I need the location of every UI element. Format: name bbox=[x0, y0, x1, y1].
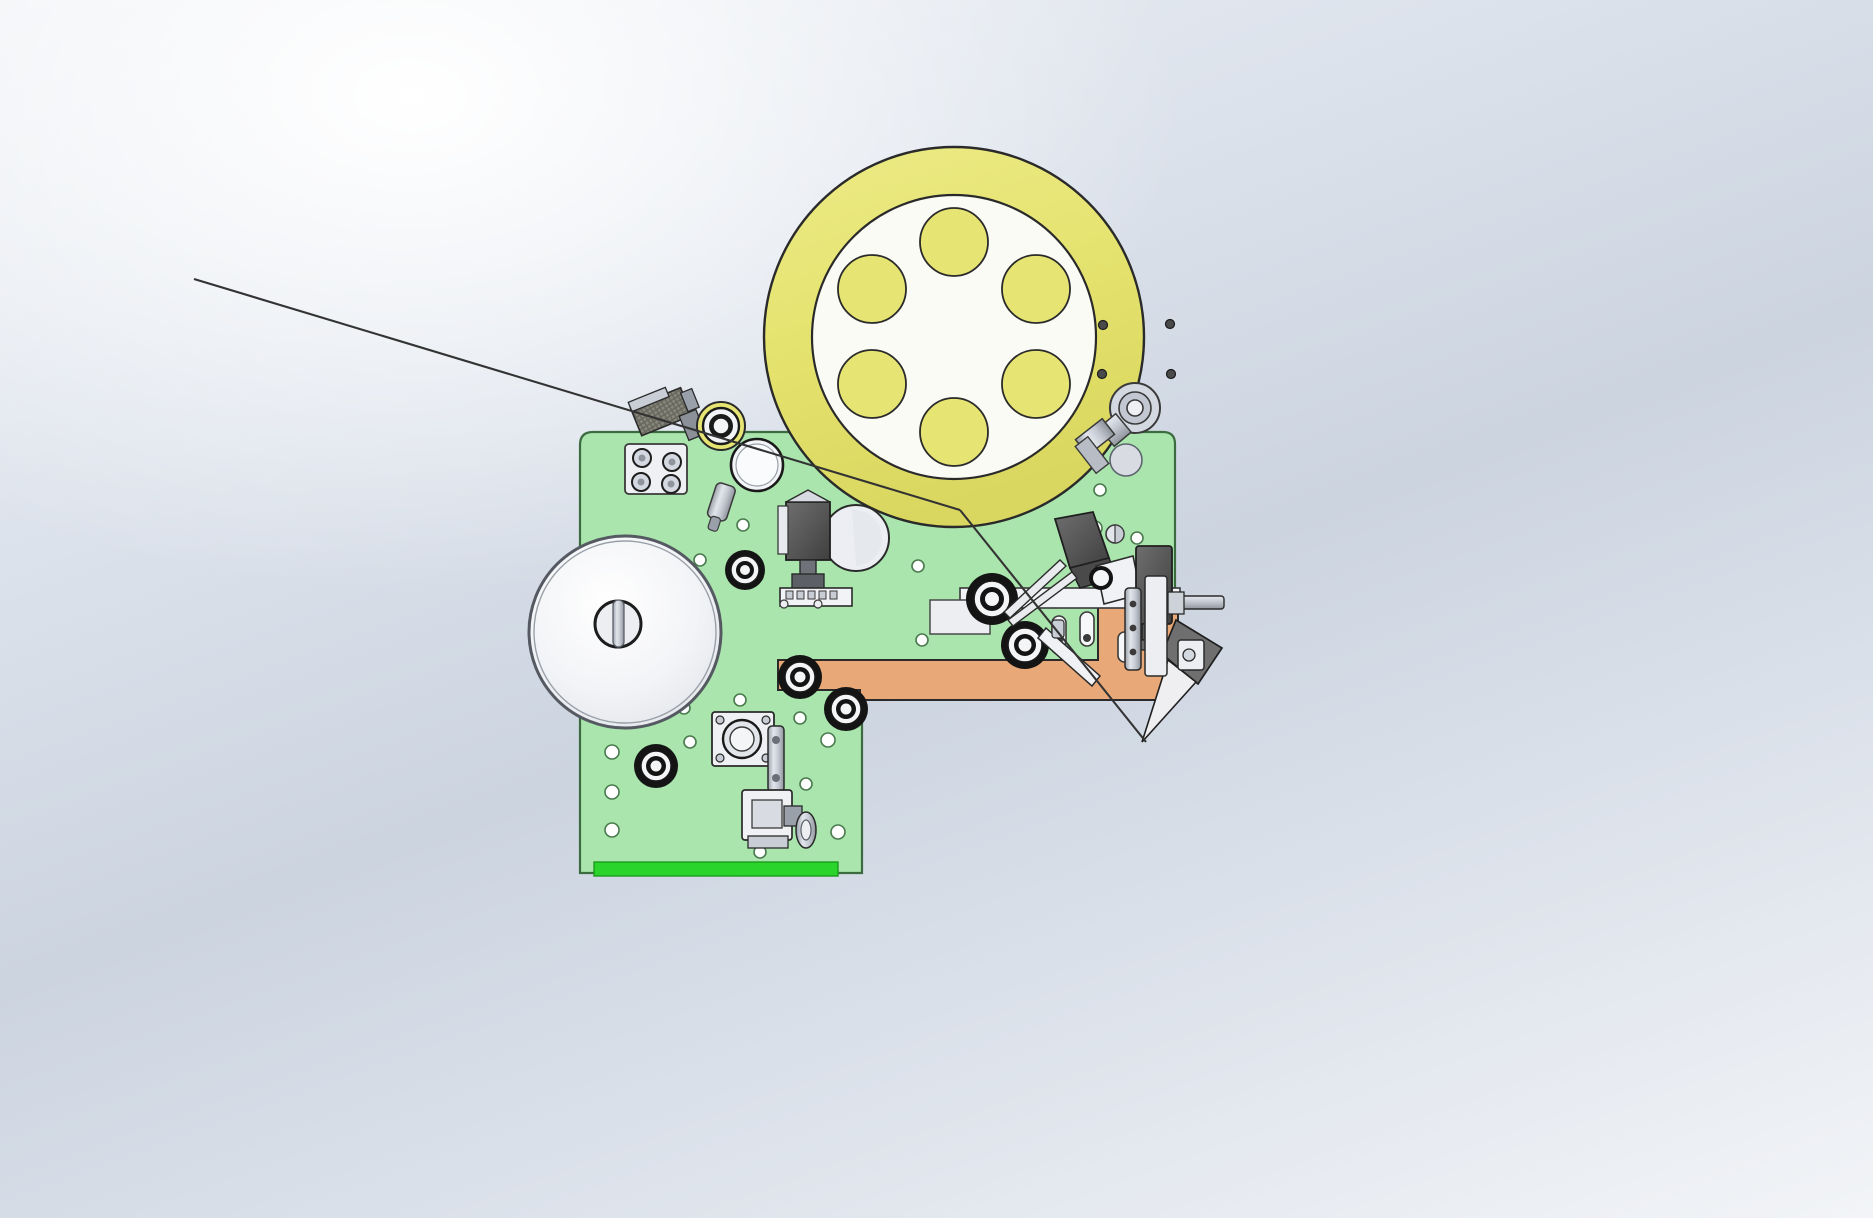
bearing bbox=[725, 550, 765, 590]
bearing bbox=[778, 655, 822, 699]
right-mechanism bbox=[1002, 510, 1225, 743]
filament-spool bbox=[762, 145, 1177, 529]
feed-knob bbox=[795, 811, 817, 849]
solenoid-assembly bbox=[777, 489, 890, 609]
plate-large-hole bbox=[1109, 443, 1143, 477]
feed-post bbox=[767, 725, 785, 793]
linkage-rods bbox=[1002, 559, 1079, 627]
plate-bottom-strip bbox=[593, 861, 839, 877]
plate-holes bbox=[604, 483, 1144, 859]
spool-bolt-holes bbox=[1096, 318, 1177, 380]
disc-slot-pin bbox=[612, 599, 625, 648]
left-idler-disc bbox=[527, 534, 723, 730]
spool-lightening-holes bbox=[837, 207, 1071, 467]
tension-cylinder bbox=[706, 482, 736, 532]
bottom-feed-assembly bbox=[711, 711, 817, 849]
solenoid-body bbox=[785, 501, 831, 561]
pusher-rod bbox=[1167, 591, 1225, 615]
bearing-group bbox=[634, 550, 1049, 788]
linear-rail bbox=[1124, 587, 1142, 671]
hub-clamp-block bbox=[1074, 412, 1133, 475]
corner-mount-bracket bbox=[624, 443, 688, 495]
bearing bbox=[634, 744, 678, 788]
spool-hub-bearing bbox=[1109, 382, 1161, 434]
bearing bbox=[824, 687, 868, 731]
bearing bbox=[1001, 621, 1049, 669]
filament-wire-path bbox=[193, 277, 1147, 743]
pivot-arm bbox=[1036, 619, 1102, 688]
guide-roller-assembly bbox=[624, 386, 785, 532]
